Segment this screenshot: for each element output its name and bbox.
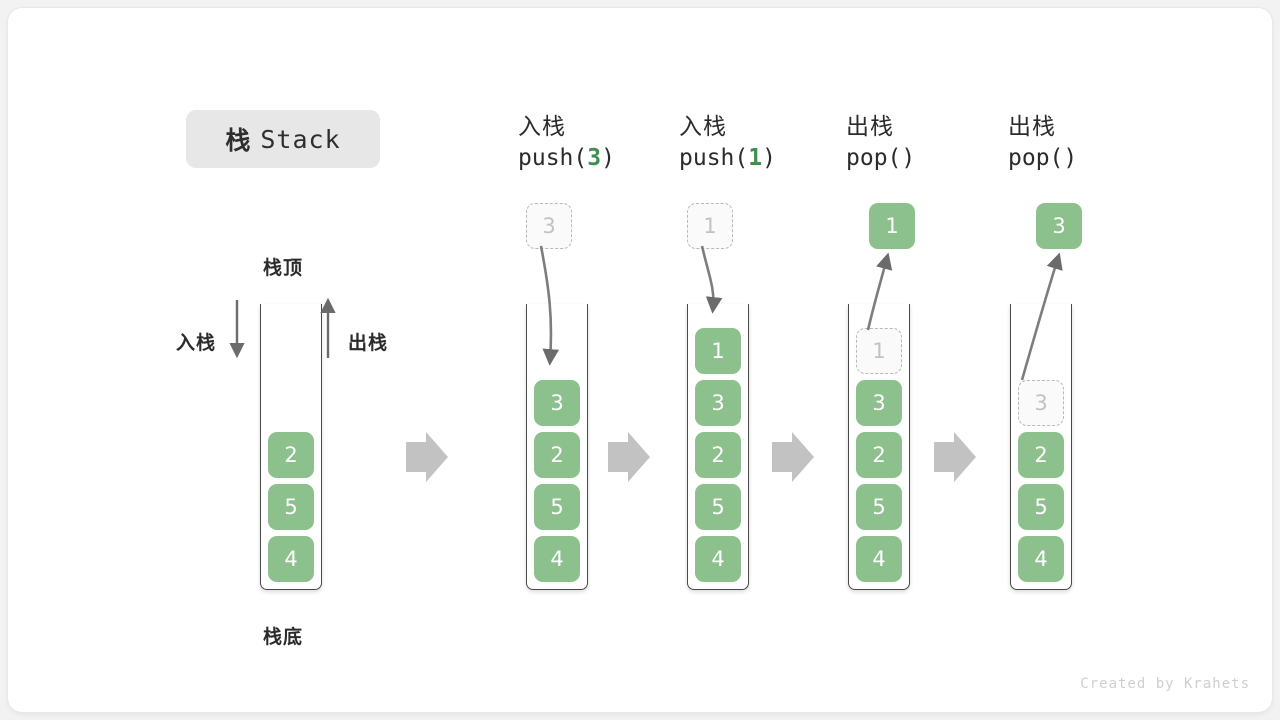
step-op-cn: 入栈 xyxy=(679,113,727,139)
stack-cell: 4 xyxy=(856,536,902,582)
page-title: 栈 Stack xyxy=(186,110,380,168)
stack-cell-ghost: 3 xyxy=(1018,380,1064,426)
stack-cell: 2 xyxy=(1018,432,1064,478)
step-op-code: push(3) xyxy=(518,141,688,175)
title-en: Stack xyxy=(260,124,341,154)
stack-cell: 5 xyxy=(1018,484,1064,530)
step-op-code: pop() xyxy=(1008,141,1178,175)
step-header-pop-1: 出栈 pop() xyxy=(846,111,1016,175)
stack-cell: 2 xyxy=(268,432,314,478)
separator-block-arrow xyxy=(772,432,814,482)
stack-top-label: 栈顶 xyxy=(263,258,304,279)
separator-block-arrow xyxy=(608,432,650,482)
push-1-arrow xyxy=(700,245,723,314)
stack-cell: 4 xyxy=(268,536,314,582)
stack-cell: 1 xyxy=(695,328,741,374)
code-suffix: ) xyxy=(1063,145,1078,171)
code-prefix: push( xyxy=(518,145,588,171)
step-header-pop-3: 出栈 pop() xyxy=(1008,111,1178,175)
step-op-code: push(1) xyxy=(679,141,849,175)
stack-cell: 2 xyxy=(695,432,741,478)
step-op-cn: 入栈 xyxy=(518,113,566,139)
stack-cell: 3 xyxy=(856,380,902,426)
floating-value-box: 3 xyxy=(1036,203,1082,249)
code-suffix: ) xyxy=(901,145,916,171)
step-header-push-1: 入栈 push(1) xyxy=(679,111,849,175)
code-prefix: pop( xyxy=(1008,145,1064,171)
stack-cell: 2 xyxy=(856,432,902,478)
stack-cell: 4 xyxy=(1018,536,1064,582)
stack-cell: 3 xyxy=(695,380,741,426)
code-suffix: ) xyxy=(762,145,776,171)
code-prefix: push( xyxy=(679,145,749,171)
stack-cell: 4 xyxy=(695,536,741,582)
floating-value-box: 1 xyxy=(687,203,733,249)
step-op-cn: 出栈 xyxy=(1008,113,1056,139)
floating-value-box: 3 xyxy=(526,203,572,249)
stack-cell: 5 xyxy=(695,484,741,530)
stack-bottom-label: 栈底 xyxy=(263,627,304,648)
push-direction-label: 入栈 xyxy=(176,333,217,354)
stack-cell: 2 xyxy=(534,432,580,478)
code-arg: 3 xyxy=(587,145,602,171)
stack-cell: 5 xyxy=(534,484,580,530)
code-prefix: pop( xyxy=(846,145,902,171)
stack-cell: 4 xyxy=(534,536,580,582)
floating-value-box: 1 xyxy=(869,203,915,249)
stack-cell: 5 xyxy=(856,484,902,530)
title-cn: 栈 xyxy=(225,127,252,155)
step-header-push-3: 入栈 push(3) xyxy=(518,111,688,175)
step-op-cn: 出栈 xyxy=(846,113,894,139)
code-arg: 1 xyxy=(748,145,763,171)
separator-block-arrow xyxy=(406,432,448,482)
separator-block-arrow xyxy=(934,432,976,482)
step-op-code: pop() xyxy=(846,141,1016,175)
credit-text: Created by Krahets xyxy=(1080,676,1250,692)
stack-cell: 3 xyxy=(534,380,580,426)
pop-direction-label: 出栈 xyxy=(348,333,389,354)
stack-cell-ghost: 1 xyxy=(856,328,902,374)
stack-cell: 5 xyxy=(268,484,314,530)
code-suffix: ) xyxy=(601,145,615,171)
